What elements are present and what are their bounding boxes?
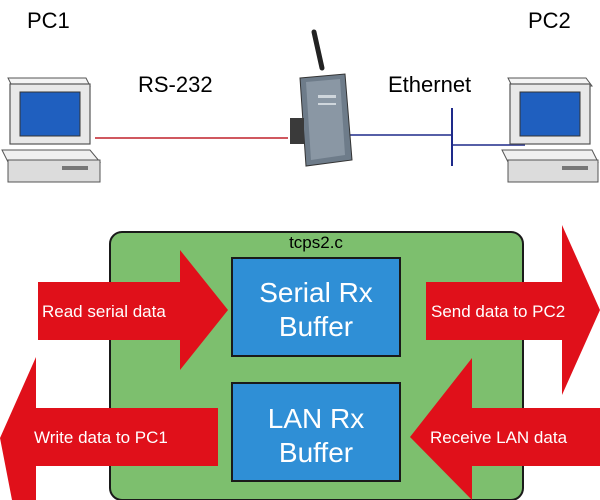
- ethernet-label: Ethernet: [388, 72, 472, 97]
- read-serial-arrow: [38, 250, 228, 370]
- write-pc1-arrow: [0, 357, 218, 500]
- receive-lan-label: Receive LAN data: [430, 428, 568, 447]
- device-server-icon: [290, 29, 353, 167]
- program-title: tcps2.c: [289, 233, 343, 252]
- lan-buffer-line1: LAN Rx: [268, 403, 364, 434]
- rs232-label: RS-232: [138, 72, 213, 97]
- pc2-label: PC2: [528, 8, 571, 33]
- send-pc2-label: Send data to PC2: [431, 302, 565, 321]
- pc1-label: PC1: [27, 8, 70, 33]
- pc2-computer-icon: [501, 77, 599, 183]
- serial-buffer-line1: Serial Rx: [259, 277, 373, 308]
- lan-rx-buffer: [231, 382, 401, 482]
- lan-buffer-line2: Buffer: [279, 437, 353, 468]
- read-serial-label: Read serial data: [42, 302, 166, 321]
- receive-lan-arrow: [410, 358, 600, 500]
- send-pc2-arrow: [426, 225, 600, 395]
- serial-buffer-line2: Buffer: [279, 311, 353, 342]
- pc1-computer-icon: [1, 77, 102, 183]
- serial-rx-buffer: [231, 257, 401, 357]
- write-pc1-label: Write data to PC1: [34, 428, 168, 447]
